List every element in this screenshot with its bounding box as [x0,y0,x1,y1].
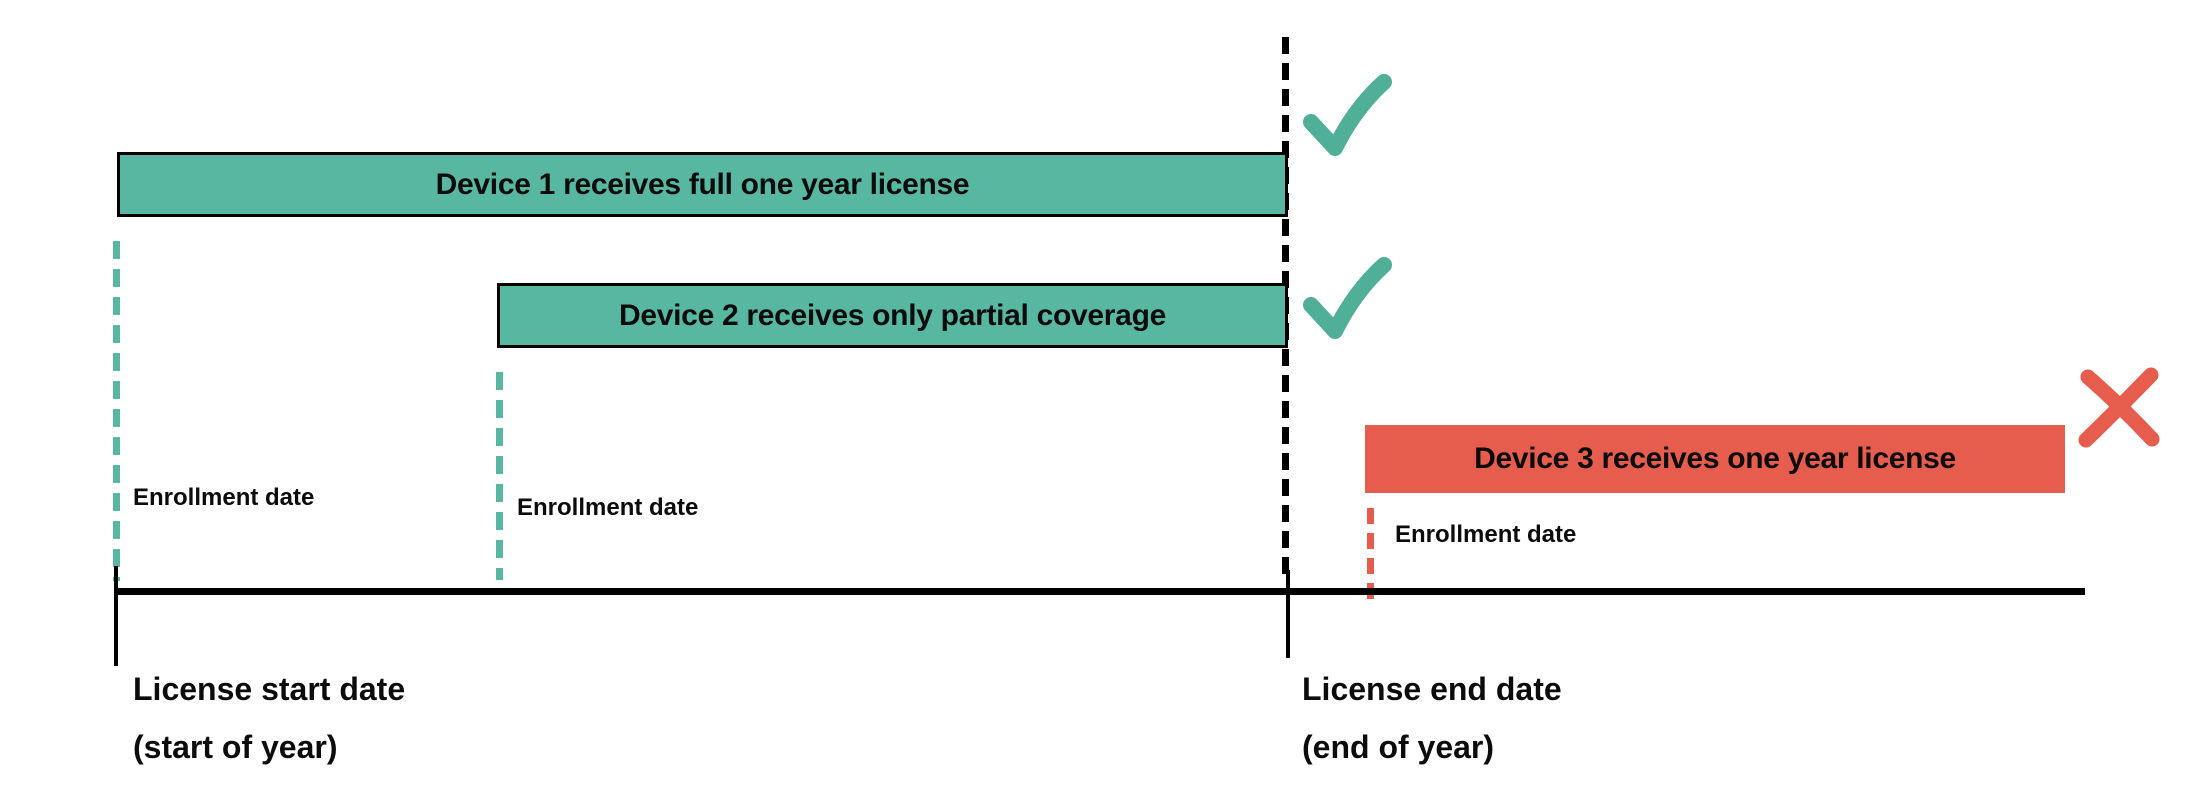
device-1-enrollment-dashed-line [113,241,120,581]
checkmark-icon [1297,253,1397,348]
device-2-enrollment-label: Enrollment date [517,494,699,521]
timeline-axis [114,588,2085,595]
device-1-label: Device 1 receives full one year license [435,167,970,201]
x-icon [2072,363,2167,453]
license-end-label: License end date (end of year) [1302,660,1562,776]
license-start-tick [114,566,118,666]
device-2-bar: Device 2 receives only partial coverage [497,283,1288,348]
license-start-label-line1: License start date [133,671,406,707]
device-2-enrollment-dashed-line [496,372,503,580]
license-end-label-line2: (end of year) [1302,729,1495,765]
checkmark-icon [1297,70,1397,165]
device-1-enrollment-label: Enrollment date [133,484,315,511]
device-3-bar: Device 3 receives one year license [1365,425,2065,493]
device-3-enrollment-label: Enrollment date [1395,521,1577,548]
device-3-enrollment-dashed-line [1367,508,1374,603]
license-end-label-line1: License end date [1302,671,1562,707]
license-start-label: License start date (start of year) [133,660,405,776]
license-start-label-line2: (start of year) [133,729,338,765]
device-2-label: Device 2 receives only partial coverage [619,298,1166,332]
license-end-tick [1286,570,1290,658]
device-3-label: Device 3 receives one year license [1474,442,1956,475]
device-1-bar: Device 1 receives full one year license [117,152,1288,217]
